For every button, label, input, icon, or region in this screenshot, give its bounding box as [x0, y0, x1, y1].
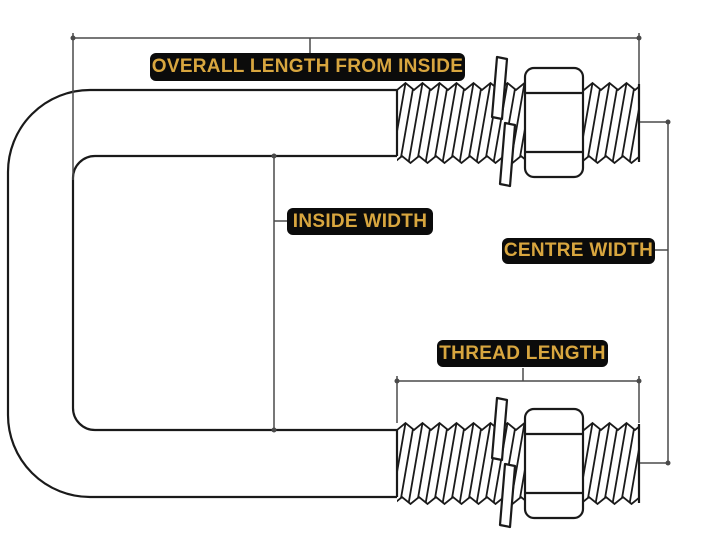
top-lock-washer — [490, 55, 517, 188]
top-hex-nut — [523, 66, 585, 179]
top-rod-threads — [397, 81, 639, 165]
centre-width-label: CENTRE WIDTH — [502, 238, 655, 264]
u-bolt-outline — [6, 88, 397, 499]
bottom-rod-threads-hatching — [397, 423, 639, 504]
thread-length-label: THREAD LENGTH — [437, 340, 608, 367]
bottom-lock-washer — [490, 396, 517, 529]
inside-width-label: INSIDE WIDTH — [287, 208, 433, 235]
bottom-hex-nut — [523, 407, 585, 520]
rod-faces — [395, 84, 641, 503]
top-rod-threads-hatching — [397, 83, 639, 163]
dimension-lines — [70, 33, 671, 466]
overall-length-label: OVERALL LENGTH FROM INSIDE — [150, 53, 465, 81]
bottom-rod-threads — [397, 421, 639, 506]
